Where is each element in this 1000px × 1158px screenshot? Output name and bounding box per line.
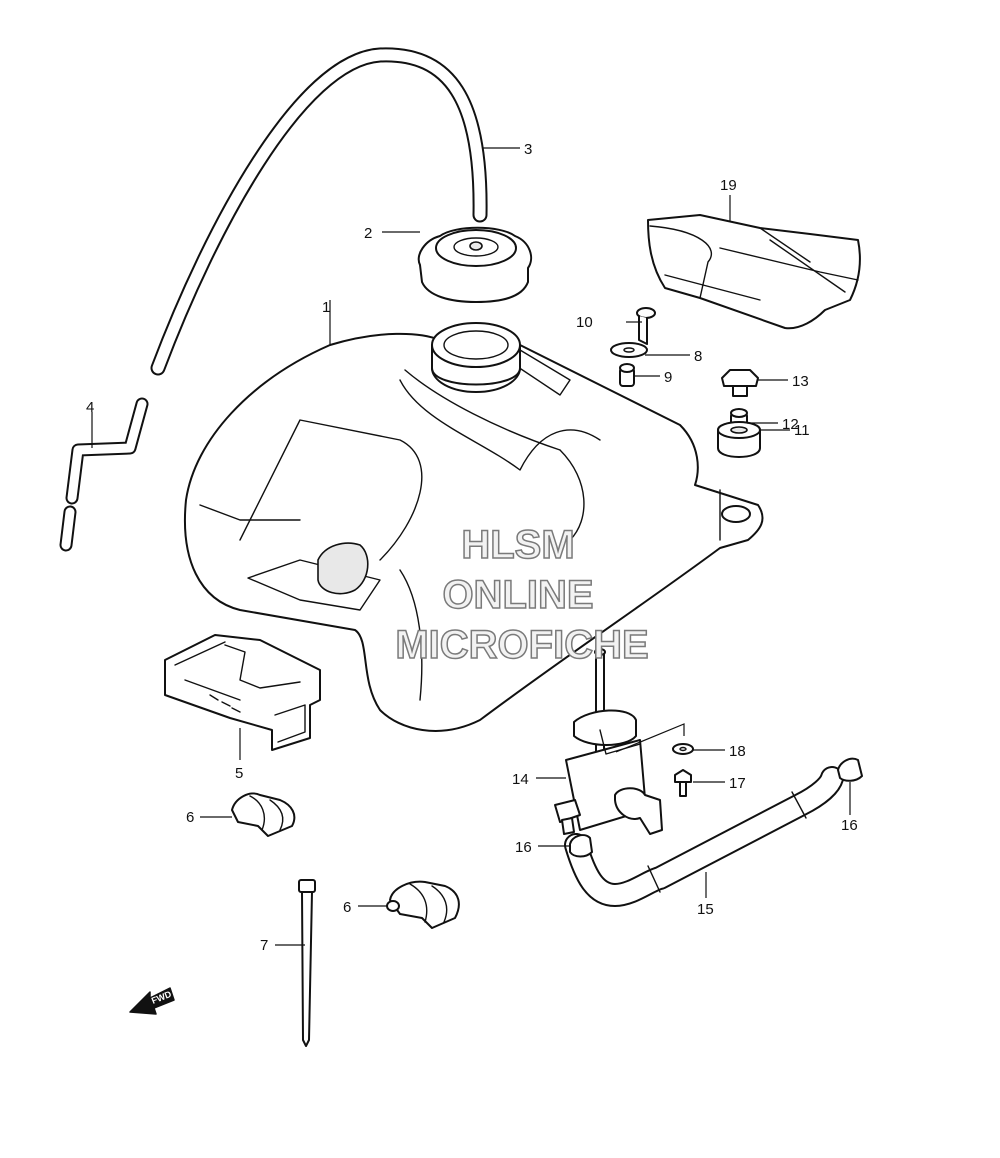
- grommet-11: [717, 421, 761, 458]
- clamp-6-lower: [386, 880, 460, 929]
- callout-14: 14: [512, 771, 529, 788]
- callout-6-upper: 6: [186, 809, 194, 826]
- watermark-line-3: MICROFICHE: [395, 623, 648, 667]
- fuel-tank: [184, 322, 764, 732]
- collar-9: [619, 363, 635, 387]
- watermark-line-1: HLSM: [461, 523, 574, 567]
- callout-16-right: 16: [841, 817, 858, 834]
- cable-tie-7: [298, 879, 316, 1047]
- callout-7: 7: [260, 937, 268, 954]
- callout-11: 11: [794, 422, 810, 439]
- callout-19: 19: [720, 177, 737, 194]
- fuel-hose-15: [564, 766, 844, 907]
- callout-2: 2: [364, 225, 372, 242]
- short-hose: [59, 397, 149, 552]
- bolt-10: [636, 307, 656, 345]
- leader-lines: [91, 147, 851, 946]
- callout-5: 5: [235, 765, 243, 782]
- callout-6-lower: 6: [343, 899, 351, 916]
- callout-13: 13: [792, 373, 809, 390]
- callout-15: 15: [697, 901, 714, 918]
- callout-3: 3: [524, 141, 532, 158]
- bolt-17: [674, 769, 692, 797]
- callout-1: 1: [322, 299, 330, 316]
- callout-4: 4: [86, 399, 94, 416]
- washer-8: [610, 342, 648, 358]
- bolt-13: [721, 369, 759, 397]
- callout-17: 17: [729, 775, 746, 792]
- callout-9: 9: [664, 369, 672, 386]
- watermark: HLSM ONLINE MICROFICHE: [395, 522, 650, 668]
- clip-16-left: [569, 834, 593, 858]
- breather-hose-long: [150, 47, 488, 376]
- fuel-cock-14: [554, 648, 685, 835]
- fwd-direction-arrow: FWD: [129, 987, 175, 1015]
- callout-12: 12: [782, 416, 799, 433]
- washer-18: [672, 743, 694, 755]
- callout-8: 8: [694, 348, 702, 365]
- callout-16-left: 16: [515, 839, 532, 856]
- clip-16-right: [837, 757, 863, 782]
- callout-18: 18: [729, 743, 746, 760]
- bracket-5: [164, 634, 321, 751]
- tank-cover: [647, 214, 861, 330]
- callout-labels: 1 2 3 4 5 6 6 7 8 9 10 11 12 13 14 15 16…: [86, 141, 858, 954]
- callout-10: 10: [576, 314, 593, 331]
- watermark-line-2: ONLINE: [442, 573, 593, 617]
- clamp-6-upper: [231, 792, 296, 837]
- fuel-cap: [417, 226, 533, 303]
